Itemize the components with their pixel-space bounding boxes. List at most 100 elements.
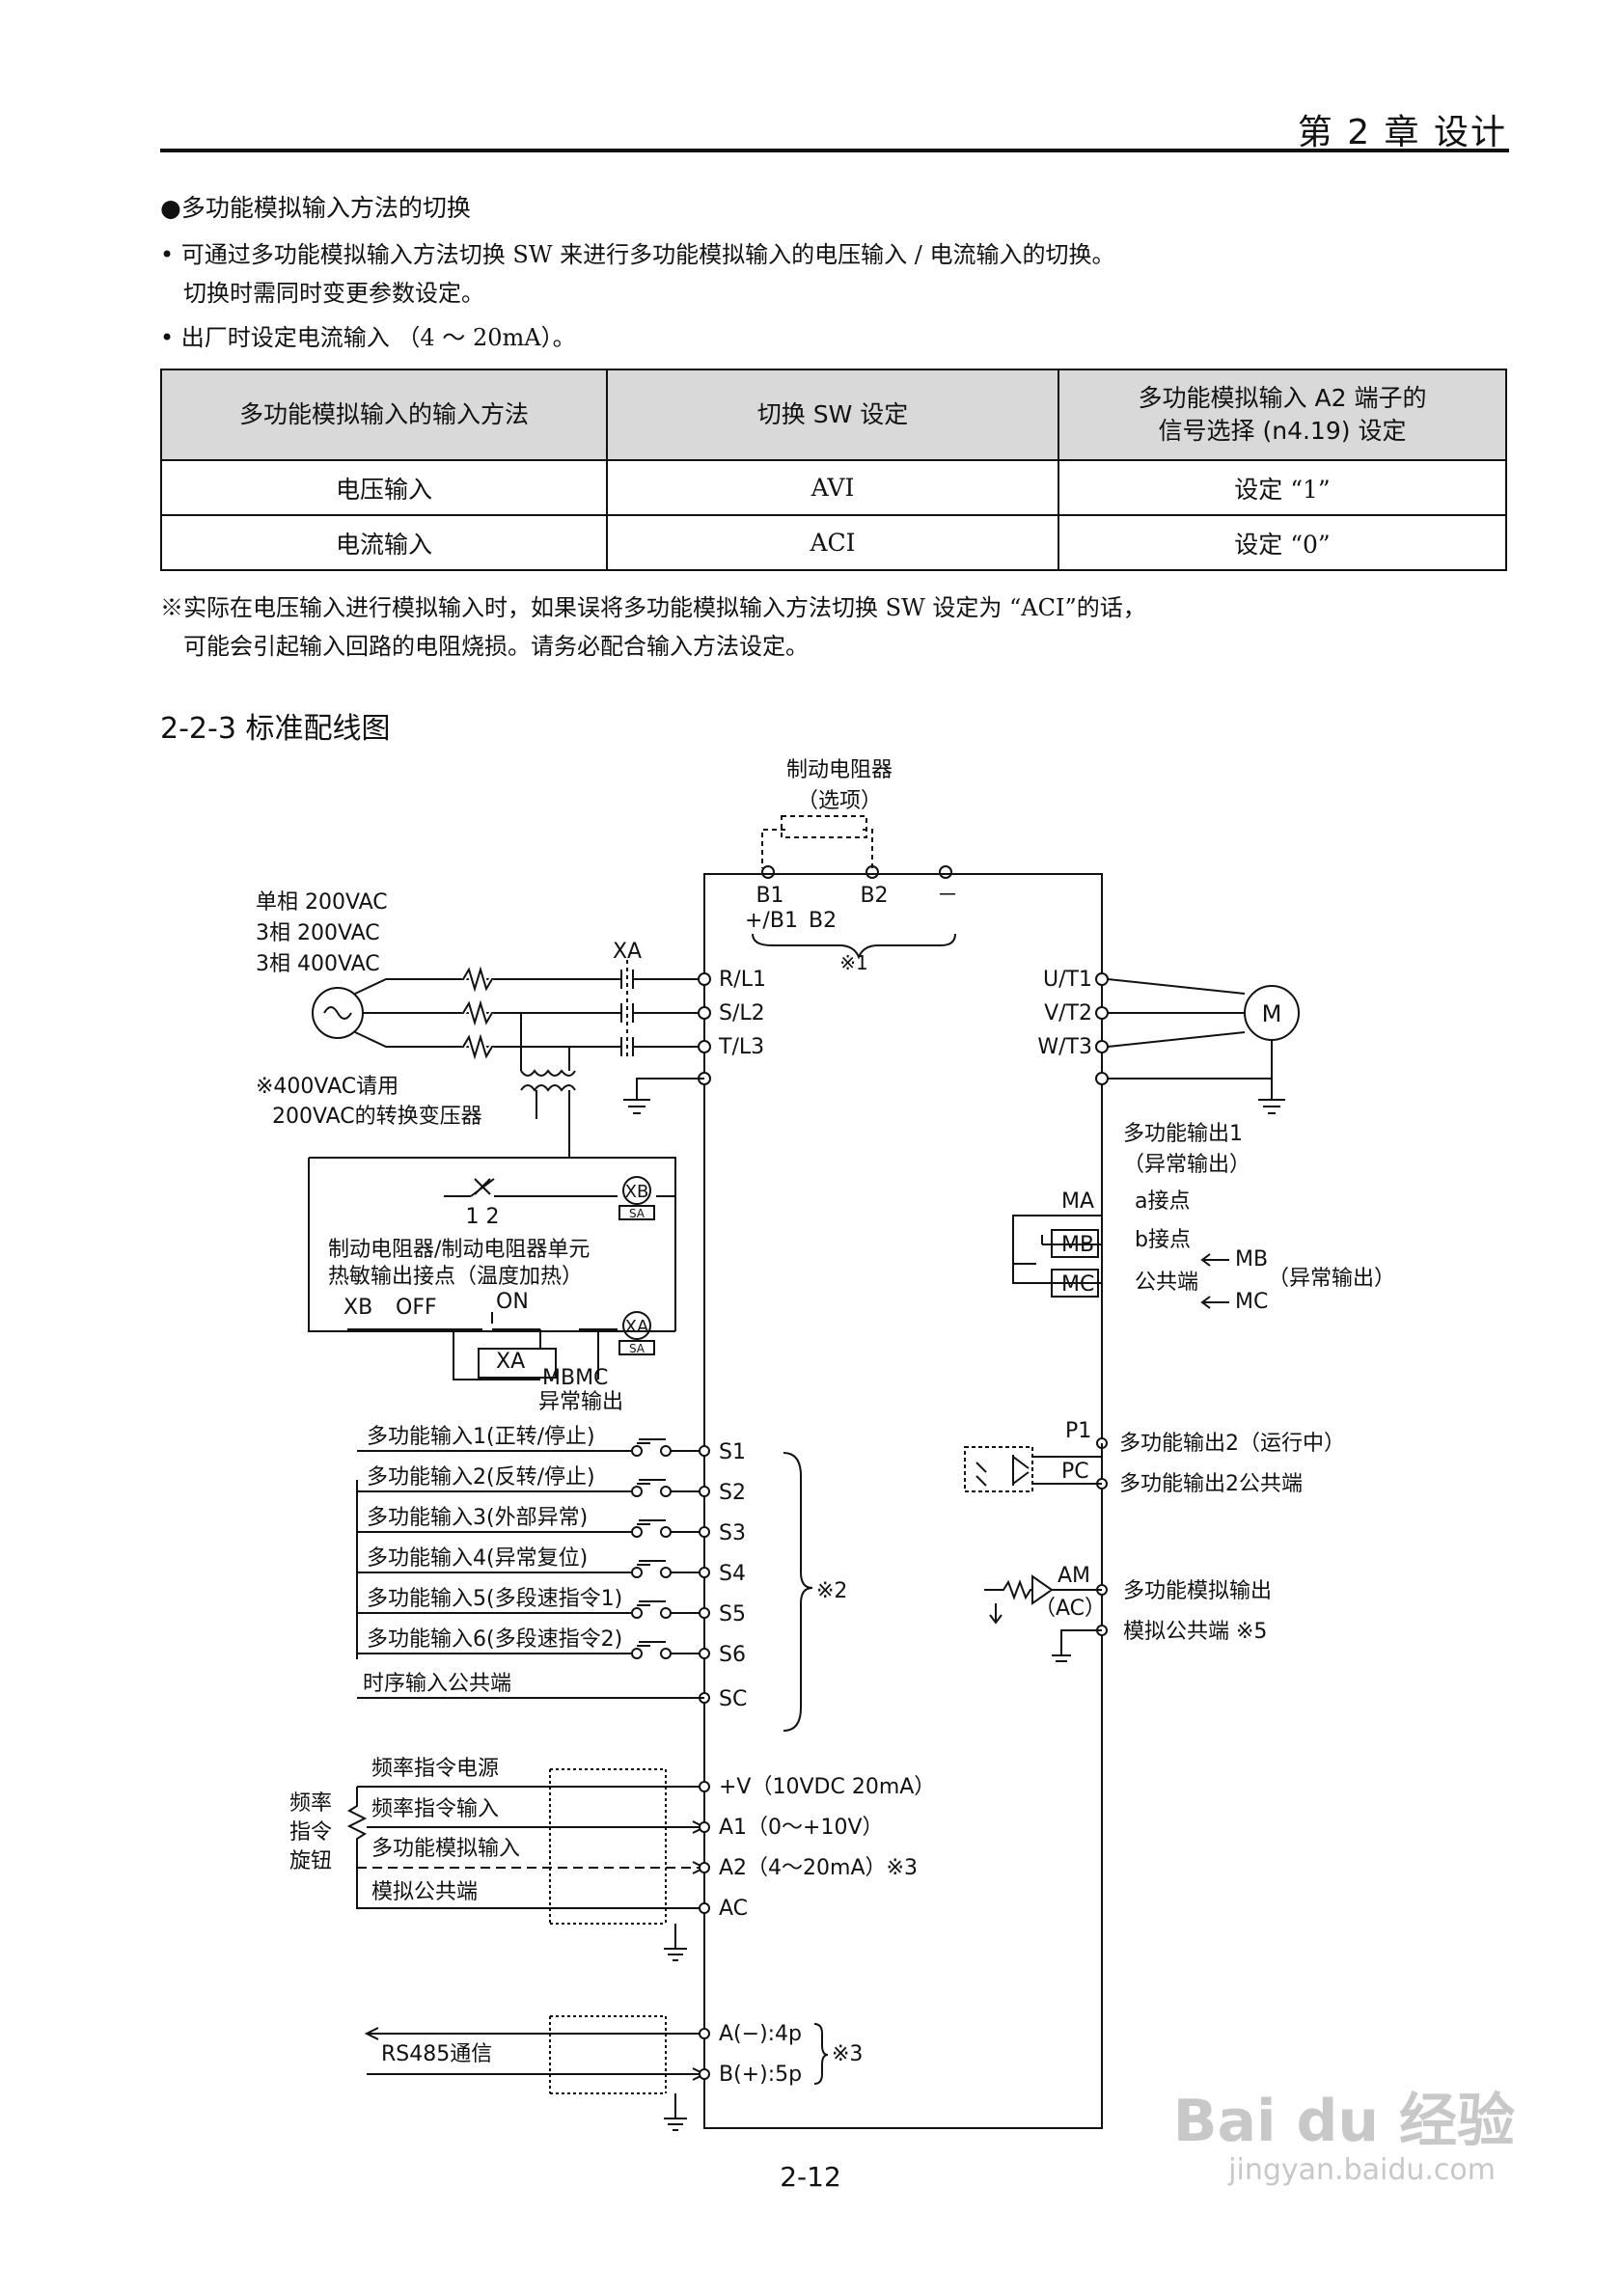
switch-contact-icon <box>631 1486 643 1497</box>
ext-label: MB <box>1235 1247 1268 1271</box>
terminal-label: （AC） <box>1034 1597 1106 1621</box>
terminal-label: R/L1 <box>719 968 766 992</box>
rs485-label: RS485通信 <box>381 2042 492 2066</box>
input-terminal-label: S1 <box>719 1440 746 1464</box>
switch-contact-icon <box>660 1445 672 1457</box>
output2-label: 多功能输出2公共端 <box>1119 1472 1303 1496</box>
relay-xb-icon <box>622 1176 651 1205</box>
output2-label: 多功能输出2（运行中） <box>1119 1432 1345 1456</box>
terminal-label: V/T2 <box>1044 1001 1092 1025</box>
analog-input-label: 频率指令输入 <box>371 1797 499 1821</box>
inverter-body <box>703 873 1103 2129</box>
table-row: 电压输入 AVI 设定 “1” <box>160 459 1507 516</box>
motor-label: M <box>1262 1000 1282 1027</box>
xa-contacts <box>620 970 634 1056</box>
transformer-note: 200VAC的转换变压器 <box>272 1105 482 1129</box>
note-marker: ※1 <box>839 951 867 974</box>
table-cell: 电压输入 <box>160 459 608 516</box>
input-terminal-label: S3 <box>719 1521 746 1545</box>
input-terminal-label: S4 <box>719 1562 746 1586</box>
terminal-label: T/L3 <box>718 1035 764 1059</box>
bullet-line: 切换时需同时变更参数设定。 <box>183 280 484 307</box>
switch-contact-icon <box>660 1567 672 1578</box>
input-common-rail <box>356 1480 704 1699</box>
shield-cable <box>549 2015 667 2094</box>
brace <box>752 933 956 960</box>
watermark-logo: Bai du 经验 <box>1172 2088 1515 2155</box>
input-terminal-label: SC <box>719 1687 747 1711</box>
chapter-heading: 第 2 章 设计 <box>1297 113 1507 152</box>
switch-contact-icon <box>631 1567 643 1578</box>
ground-icon <box>623 1078 704 1114</box>
photocoupler-icon <box>964 1446 1033 1492</box>
table-header: 切换 SW 设定 <box>606 369 1059 461</box>
contact-label: a接点 <box>1135 1189 1190 1214</box>
xa-label: XA <box>613 940 642 964</box>
switch-wires <box>347 1312 618 1380</box>
terminal-label: W/T3 <box>1037 1035 1092 1059</box>
input-label: 多功能输入2(反转/停止) <box>367 1465 595 1490</box>
input-wire <box>357 1645 704 1654</box>
terminal-label: MB <box>1061 1233 1094 1257</box>
switch-contact-icon <box>631 1445 643 1457</box>
mc-box <box>1051 1269 1099 1298</box>
output1-title: 多功能输出1 <box>1123 1122 1243 1146</box>
mbmc-label: MBMC <box>542 1366 608 1390</box>
ext-label: （异常输出） <box>1268 1267 1395 1291</box>
terminal-b <box>699 2068 710 2080</box>
watermark-url: jingyan.baidu.com <box>1228 2153 1496 2187</box>
power-supply-label: 3相 400VAC <box>256 952 380 976</box>
terminal-b1 <box>761 865 775 879</box>
input-label: 时序输入公共端 <box>363 1672 511 1696</box>
table-header: 多功能模拟输入 A2 端子的信号选择 (n4.19) 设定 <box>1058 369 1507 461</box>
input-wire <box>357 1442 704 1452</box>
brake-resistor <box>781 815 867 838</box>
terminal-label: － <box>937 884 958 908</box>
terminal-label: AC <box>719 1897 748 1921</box>
switch-contact-icon <box>631 1607 643 1619</box>
rs485-wires <box>364 2027 707 2081</box>
terminal-t <box>698 1040 711 1053</box>
input-wire <box>357 1483 704 1492</box>
thermal-text: 制动电阻器/制动电阻器单元 <box>328 1238 590 1262</box>
switch-contact-icon <box>660 1526 672 1538</box>
warning-note: ※实际在电压输入进行模拟输入时，如果误将多功能模拟输入方法切换 SW 设定为 “… <box>160 594 1146 621</box>
terminal-label: B(+):5p <box>719 2063 802 2087</box>
terminal-label: B2 <box>860 884 888 908</box>
xa-contact-box <box>478 1348 557 1379</box>
terminal-w <box>1095 1040 1109 1053</box>
xa-gap <box>621 976 633 1050</box>
terminal-r <box>698 972 711 986</box>
ground-icon <box>664 1924 687 1961</box>
terminal-label: MA <box>1061 1189 1094 1214</box>
input-terminal <box>699 1607 710 1619</box>
input-wire <box>357 1604 704 1614</box>
page-number: 2-12 <box>780 2161 841 2193</box>
terminal-label: +/B1 <box>745 909 798 933</box>
table-cell: 电流输入 <box>160 514 608 571</box>
analog-input-label: 模拟公共端 <box>371 1880 478 1904</box>
input-label: 多功能输入1(正转/停止) <box>367 1425 595 1449</box>
surge-absorber <box>618 1340 655 1355</box>
table-header: 多功能模拟输入的输入方法 <box>160 369 608 461</box>
output1-contact <box>1013 1215 1043 1265</box>
input-label: 多功能输入4(异常复位) <box>367 1546 588 1571</box>
pot-label: 频率 <box>289 1791 332 1816</box>
terminal-label: MC <box>1061 1272 1094 1297</box>
switch-contact-icon <box>631 1648 643 1659</box>
terminal-label: A1（0～+10V） <box>719 1816 884 1840</box>
mb-box <box>1051 1229 1099 1258</box>
input-terminal <box>699 1526 710 1538</box>
input-terminal-label: S2 <box>719 1481 746 1505</box>
note-marker: ※2 <box>816 1579 847 1603</box>
sine-icon <box>323 1006 352 1020</box>
switch-contact-icon <box>631 1526 643 1538</box>
terminal-ground <box>1095 1072 1109 1085</box>
terminal-v <box>1095 1006 1109 1020</box>
terminal-label: AM <box>1058 1564 1090 1588</box>
terminal-a2 <box>699 1862 710 1873</box>
terminal-label: PC <box>1061 1460 1089 1484</box>
analog-input-label: 频率指令电源 <box>371 1757 499 1781</box>
terminal-label: A2（4～20mA）※3 <box>719 1856 918 1880</box>
switch-contact-icon <box>660 1486 672 1497</box>
